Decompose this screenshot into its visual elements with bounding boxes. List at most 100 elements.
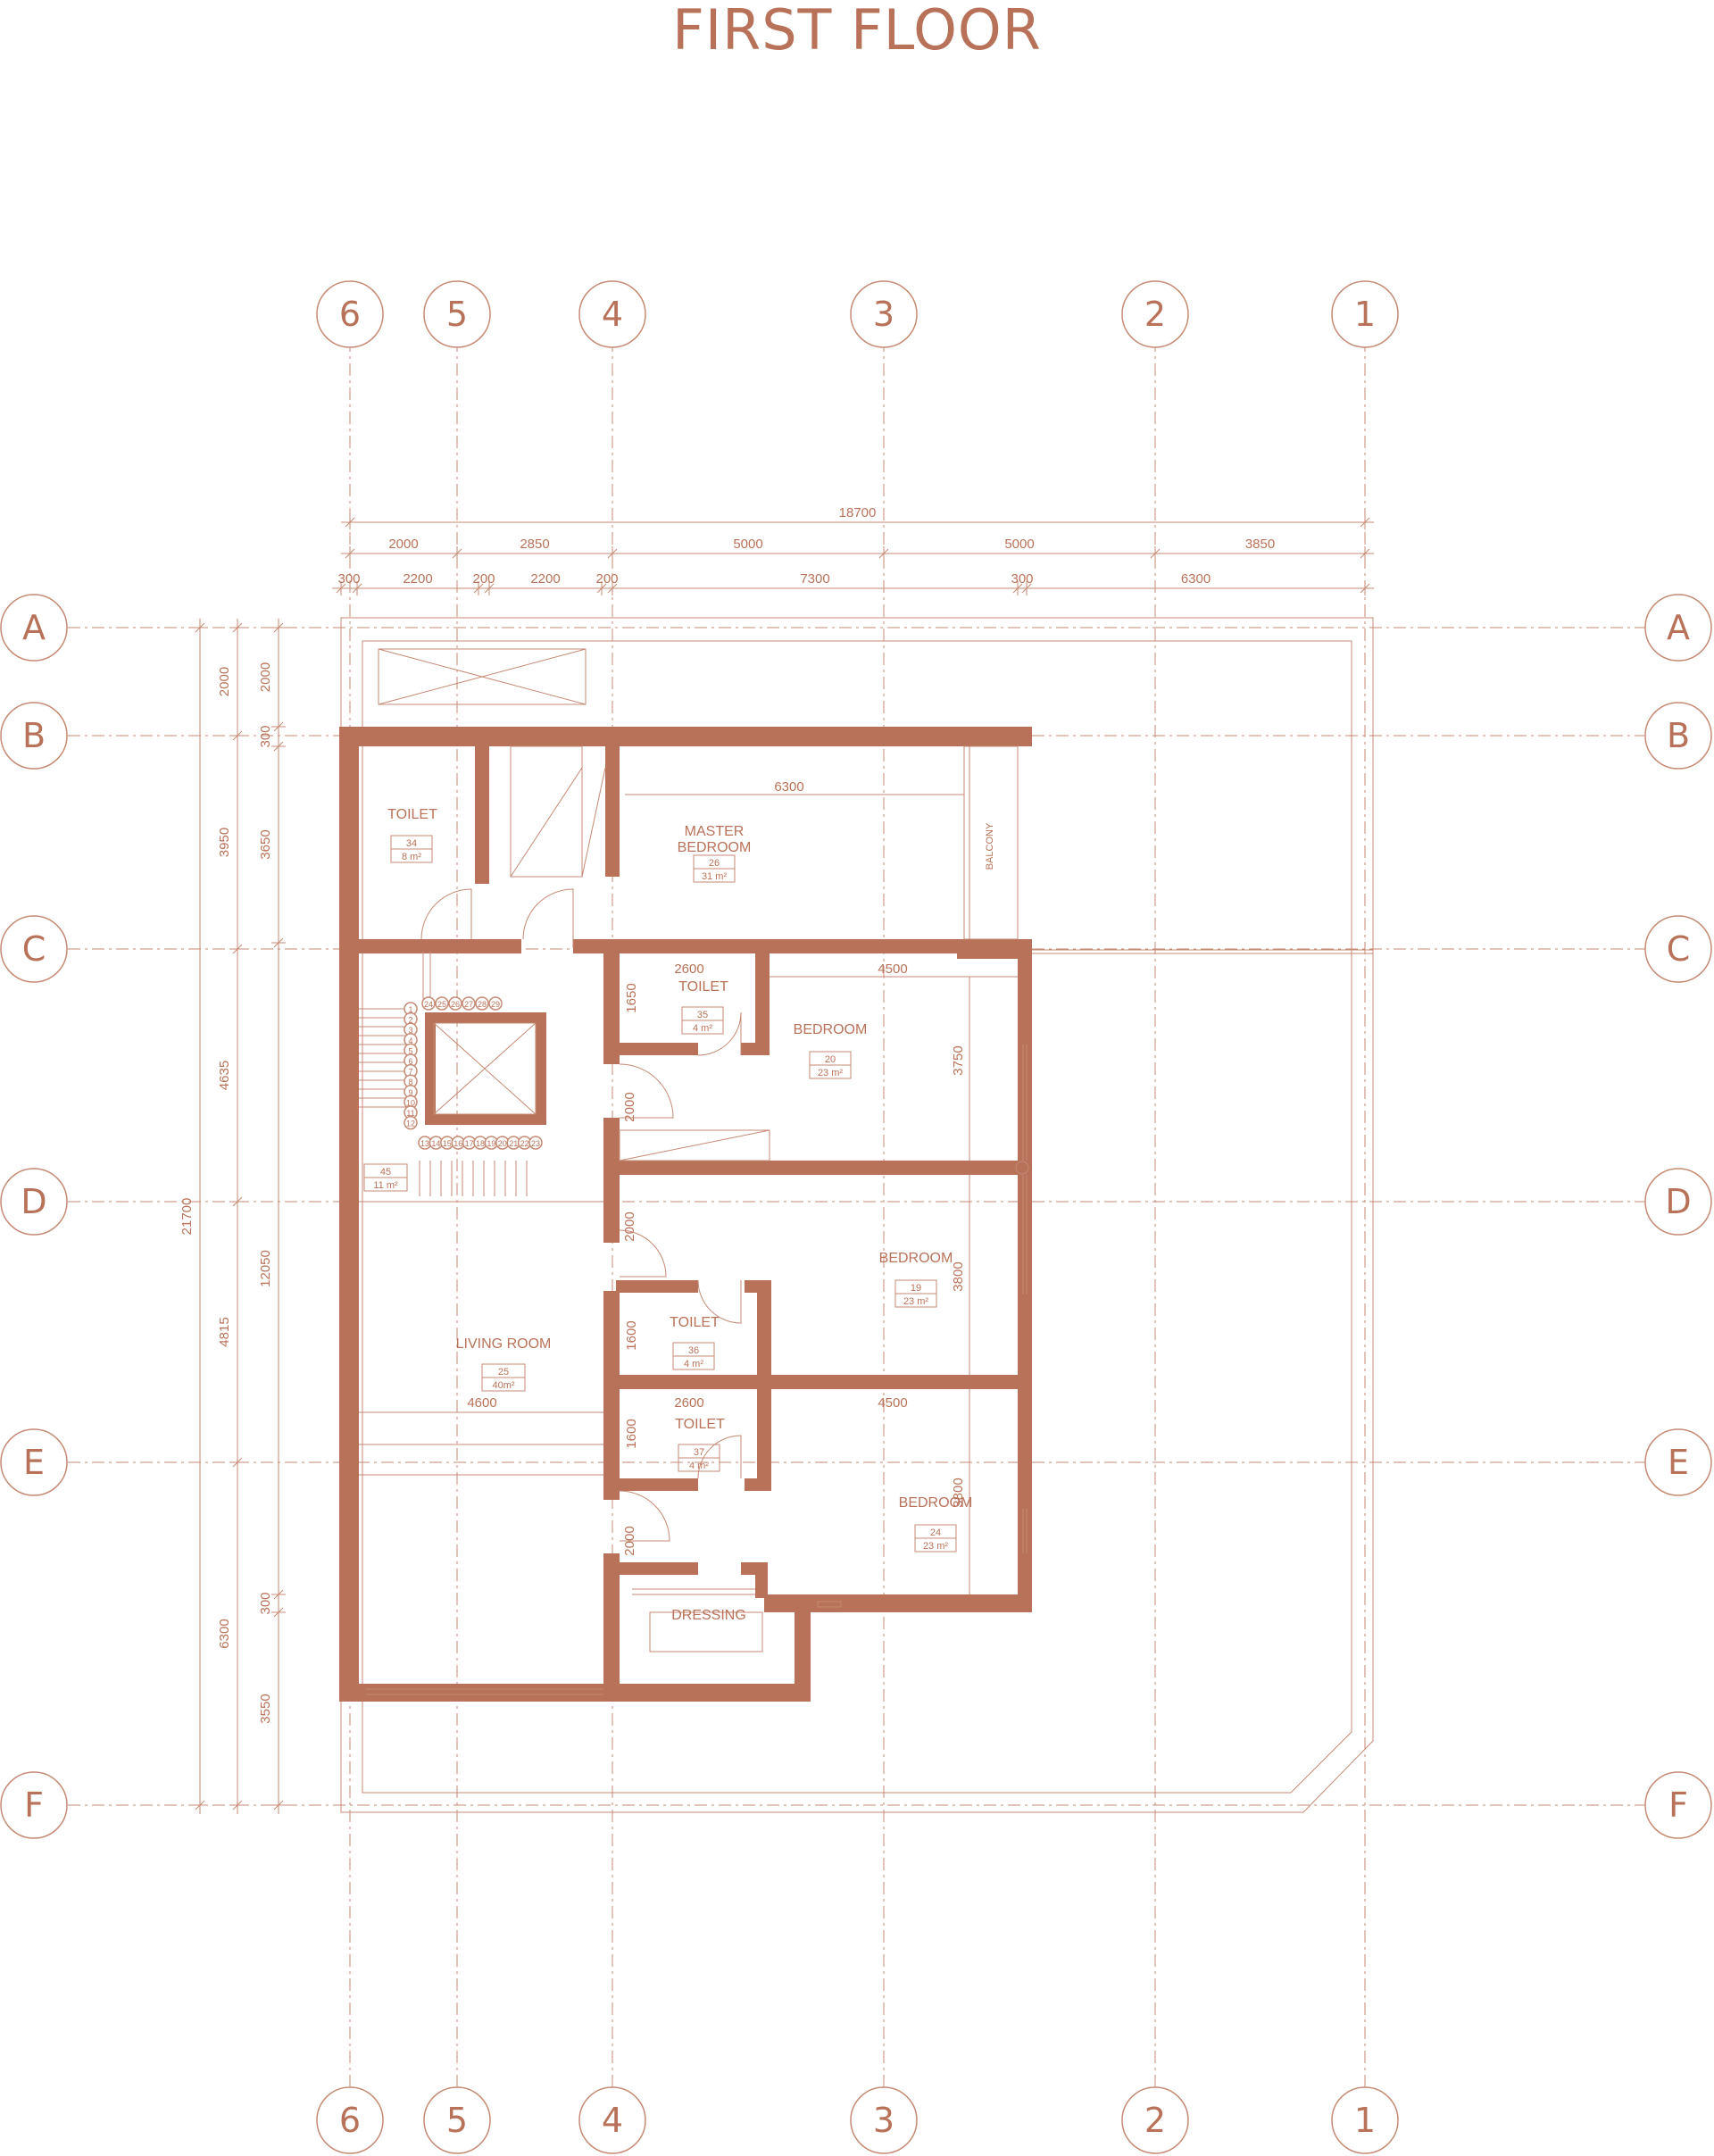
room-number: 35 — [697, 1010, 708, 1020]
dim-toilet37-width: 2600 — [674, 1395, 703, 1411]
dim-bedroom20-width: 4500 — [878, 961, 907, 977]
stair-step-label: 3 — [408, 1026, 412, 1035]
svg-text:F: F — [24, 1786, 44, 1825]
room-balcony: BALCONY — [985, 822, 995, 870]
room-area: 4 m² — [689, 1461, 709, 1471]
column-marker-4-top: 4 — [578, 280, 646, 348]
row-marker-C-right: C — [1644, 915, 1712, 983]
row-marker-D-left: D — [0, 1168, 68, 1236]
stair-step-label: 11 — [406, 1109, 414, 1118]
room-area: 4 m² — [693, 1023, 712, 1034]
dim-master-width: 6300 — [774, 779, 803, 795]
stair-step-label: 10 — [406, 1098, 415, 1107]
svg-text:6: 6 — [339, 2101, 361, 2140]
dim-label: 2000 — [258, 662, 273, 692]
room-name: LIVING ROOM — [456, 1336, 552, 1352]
stair-step-label: 9 — [408, 1088, 412, 1097]
room-area: 40m² — [492, 1380, 514, 1391]
dim-label: 18700 — [839, 505, 877, 520]
row-marker-B-right: B — [1644, 702, 1712, 770]
room-area: 23 m² — [818, 1068, 843, 1078]
dim-toilet35-depth: 1650 — [624, 983, 639, 1012]
svg-text:B: B — [22, 716, 46, 755]
room-bedroom-24: BEDROOM 24 23 m² — [899, 1495, 972, 1552]
interior-details — [359, 745, 1029, 1695]
room-name: TOILET — [675, 1417, 725, 1432]
room-toilet-35: TOILET 35 4 m² — [678, 979, 728, 1035]
room-living-25: LIVING ROOM 25 40m² — [456, 1336, 552, 1392]
row-marker-F-left: F — [0, 1771, 68, 1839]
dim-toilet37-depth: 1600 — [624, 1419, 639, 1448]
dim-label: 2200 — [530, 571, 560, 587]
dim-label: 2000 — [388, 537, 418, 552]
stair-step-label: 20 — [498, 1139, 507, 1148]
internal-dimensions: 6300 2600 4500 1650 3750 2000 2000 3800 … — [467, 779, 966, 1556]
room-toilet-37: TOILET 37 4 m² — [675, 1417, 725, 1472]
svg-text:2: 2 — [1144, 2101, 1166, 2140]
dim-label: 2000 — [217, 667, 232, 696]
room-area: 8 m² — [402, 852, 421, 862]
row-marker-E-left: E — [0, 1428, 68, 1496]
dim-label: 6300 — [1181, 571, 1211, 587]
room-name-line2: BEDROOM — [678, 840, 752, 855]
dim-label: 21700 — [179, 1198, 195, 1236]
svg-text:5: 5 — [446, 295, 468, 334]
room-name-line1: MASTER — [685, 824, 745, 839]
stair-step-label: 28 — [478, 1000, 487, 1009]
stair-step-label: 12 — [406, 1120, 415, 1128]
stair-step-label: 26 — [451, 1000, 460, 1009]
column-marker-2-bottom: 2 — [1121, 2086, 1189, 2154]
room-name: BEDROOM — [794, 1022, 868, 1037]
dim-bedroom24-width: 4500 — [878, 1395, 907, 1411]
stair-step-label: 27 — [464, 1000, 473, 1009]
column-marker-3-bottom: 3 — [850, 2086, 918, 2154]
dim-corridor-1: 2000 — [622, 1092, 637, 1121]
svg-text:C: C — [22, 929, 46, 969]
svg-text:3: 3 — [873, 295, 894, 334]
stair-step-label: 21 — [509, 1139, 518, 1148]
dim-label: 6300 — [217, 1619, 232, 1648]
svg-text:1: 1 — [1354, 2101, 1376, 2140]
room-master-bedroom-26: MASTER BEDROOM 26 31 m² — [678, 824, 752, 883]
grid-axes — [68, 339, 1646, 2089]
svg-text:D: D — [1665, 1182, 1691, 1221]
svg-text:2: 2 — [1144, 295, 1166, 334]
dim-label: 12050 — [258, 1250, 273, 1287]
dim-label: 7300 — [800, 571, 829, 587]
walls — [339, 727, 1032, 1702]
column-marker-1-bottom: 1 — [1331, 2086, 1399, 2154]
dim-bedroom20-depth: 3750 — [951, 1045, 966, 1075]
stair-step-label: 29 — [491, 1000, 500, 1009]
dim-toilet36-depth: 1600 — [624, 1320, 639, 1350]
svg-text:6: 6 — [339, 295, 361, 334]
room-number: 20 — [825, 1054, 836, 1065]
stair-step-label: 6 — [408, 1057, 412, 1066]
column-marker-6-top: 6 — [316, 280, 384, 348]
dim-bedroom24-depth: 3800 — [951, 1478, 966, 1507]
svg-text:4: 4 — [602, 295, 623, 334]
svg-text:E: E — [1668, 1443, 1689, 1482]
column-marker-5-top: 5 — [423, 280, 491, 348]
room-toilet-36: TOILET 36 4 m² — [670, 1315, 720, 1370]
dim-label: 3950 — [217, 828, 232, 857]
page-title: FIRST FLOOR — [672, 0, 1042, 62]
stair-step-label: 24 — [424, 1000, 433, 1009]
dim-label: 300 — [337, 571, 360, 587]
room-area: 11 m² — [373, 1180, 398, 1191]
stair-step-label: 18 — [476, 1139, 485, 1148]
column-marker-6-bottom: 6 — [316, 2086, 384, 2154]
dim-overall-left: 21700 — [179, 619, 207, 1814]
stair-step-label: 25 — [437, 1000, 446, 1009]
row-marker-B-left: B — [0, 702, 68, 770]
room-number: 19 — [911, 1283, 921, 1294]
room-stair-45: 45 11 m² — [363, 1163, 408, 1192]
dim-toilet35-width: 2600 — [674, 961, 703, 977]
row-marker-D-right: D — [1644, 1168, 1712, 1236]
dim-overall-top: 18700 — [341, 505, 1374, 529]
row-marker-C-left: C — [0, 915, 68, 983]
stair-step-label: 16 — [453, 1139, 462, 1148]
dim-label: 4635 — [217, 1061, 232, 1090]
